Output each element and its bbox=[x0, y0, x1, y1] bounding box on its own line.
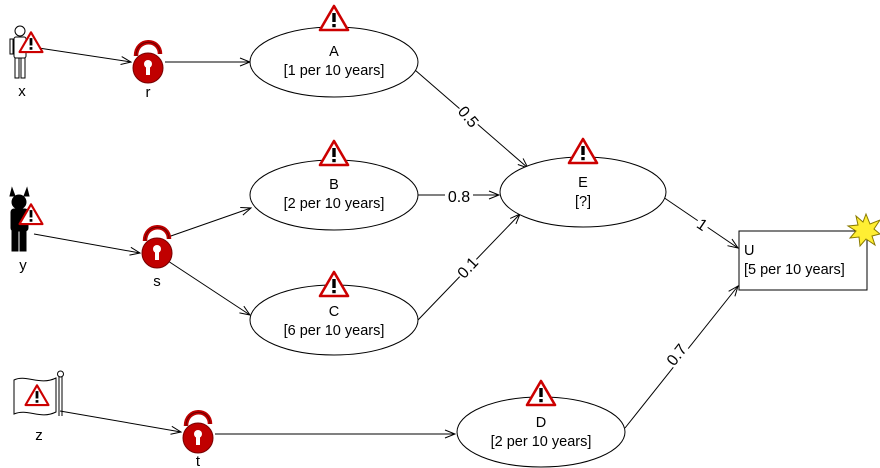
edge-label-d-u: 0.7 bbox=[664, 341, 691, 369]
warning-icon bbox=[318, 270, 350, 298]
vulnerability-s: s bbox=[142, 227, 172, 290]
edge-y-s bbox=[33, 233, 140, 253]
vulnerability-label-r: r bbox=[146, 84, 151, 101]
vulnerability-label-t: t bbox=[196, 453, 201, 468]
scenario-likelihood-e: [?] bbox=[575, 194, 591, 210]
open-padlock-icon bbox=[142, 227, 172, 268]
threat-scenario-e: E [?] bbox=[499, 137, 667, 228]
edge-label-b-e: 0.8 bbox=[448, 189, 470, 206]
edge-z-t bbox=[59, 410, 181, 432]
unwanted-incident-u: U [5 per 10 years] bbox=[738, 212, 880, 291]
edge-s-b bbox=[167, 208, 251, 238]
vulnerability-r: r bbox=[133, 42, 163, 101]
warning-icon bbox=[525, 379, 557, 407]
scenario-likelihood-d: [2 per 10 years] bbox=[491, 434, 592, 450]
threat-agent-y: y bbox=[9, 186, 44, 274]
scenario-name-d: D bbox=[536, 415, 546, 431]
open-padlock-icon bbox=[183, 412, 213, 453]
vulnerability-t: t bbox=[183, 412, 213, 468]
threat-scenario-b: B [2 per 10 years] bbox=[249, 139, 419, 231]
threat-agent-x: x bbox=[9, 25, 44, 100]
edge-s-c bbox=[167, 260, 250, 315]
threat-scenario-d: D [2 per 10 years] bbox=[456, 379, 626, 468]
threat-scenario-c: C [6 per 10 years] bbox=[249, 270, 419, 356]
edges bbox=[31, 46, 738, 434]
explosion-icon bbox=[846, 212, 880, 248]
scenario-name-e: E bbox=[578, 175, 588, 191]
warning-icon bbox=[318, 4, 350, 32]
scenario-likelihood-a: [1 per 10 years] bbox=[284, 63, 385, 79]
edge-x-r bbox=[31, 46, 131, 62]
scenario-name-a: A bbox=[329, 44, 339, 60]
scenario-name-b: B bbox=[329, 177, 339, 193]
devil-icon bbox=[9, 186, 30, 252]
open-padlock-icon bbox=[133, 42, 163, 83]
threat-agent-z: z bbox=[13, 370, 64, 444]
threat-scenario-a: A [1 per 10 years] bbox=[249, 4, 419, 98]
agent-label-y: y bbox=[19, 257, 27, 274]
edge-labels: 0.5 0.8 0.1 1 0.7 bbox=[445, 101, 713, 370]
scenario-likelihood-c: [6 per 10 years] bbox=[284, 323, 385, 339]
scenario-name-c: C bbox=[329, 304, 339, 320]
warning-icon bbox=[567, 137, 599, 165]
incident-name-u: U bbox=[744, 243, 754, 259]
agent-label-z: z bbox=[35, 427, 43, 444]
warning-icon bbox=[318, 139, 350, 167]
incident-likelihood-u: [5 per 10 years] bbox=[744, 262, 845, 278]
agent-label-x: x bbox=[18, 83, 26, 100]
scenario-likelihood-b: [2 per 10 years] bbox=[284, 196, 385, 212]
vulnerability-label-s: s bbox=[153, 273, 161, 290]
